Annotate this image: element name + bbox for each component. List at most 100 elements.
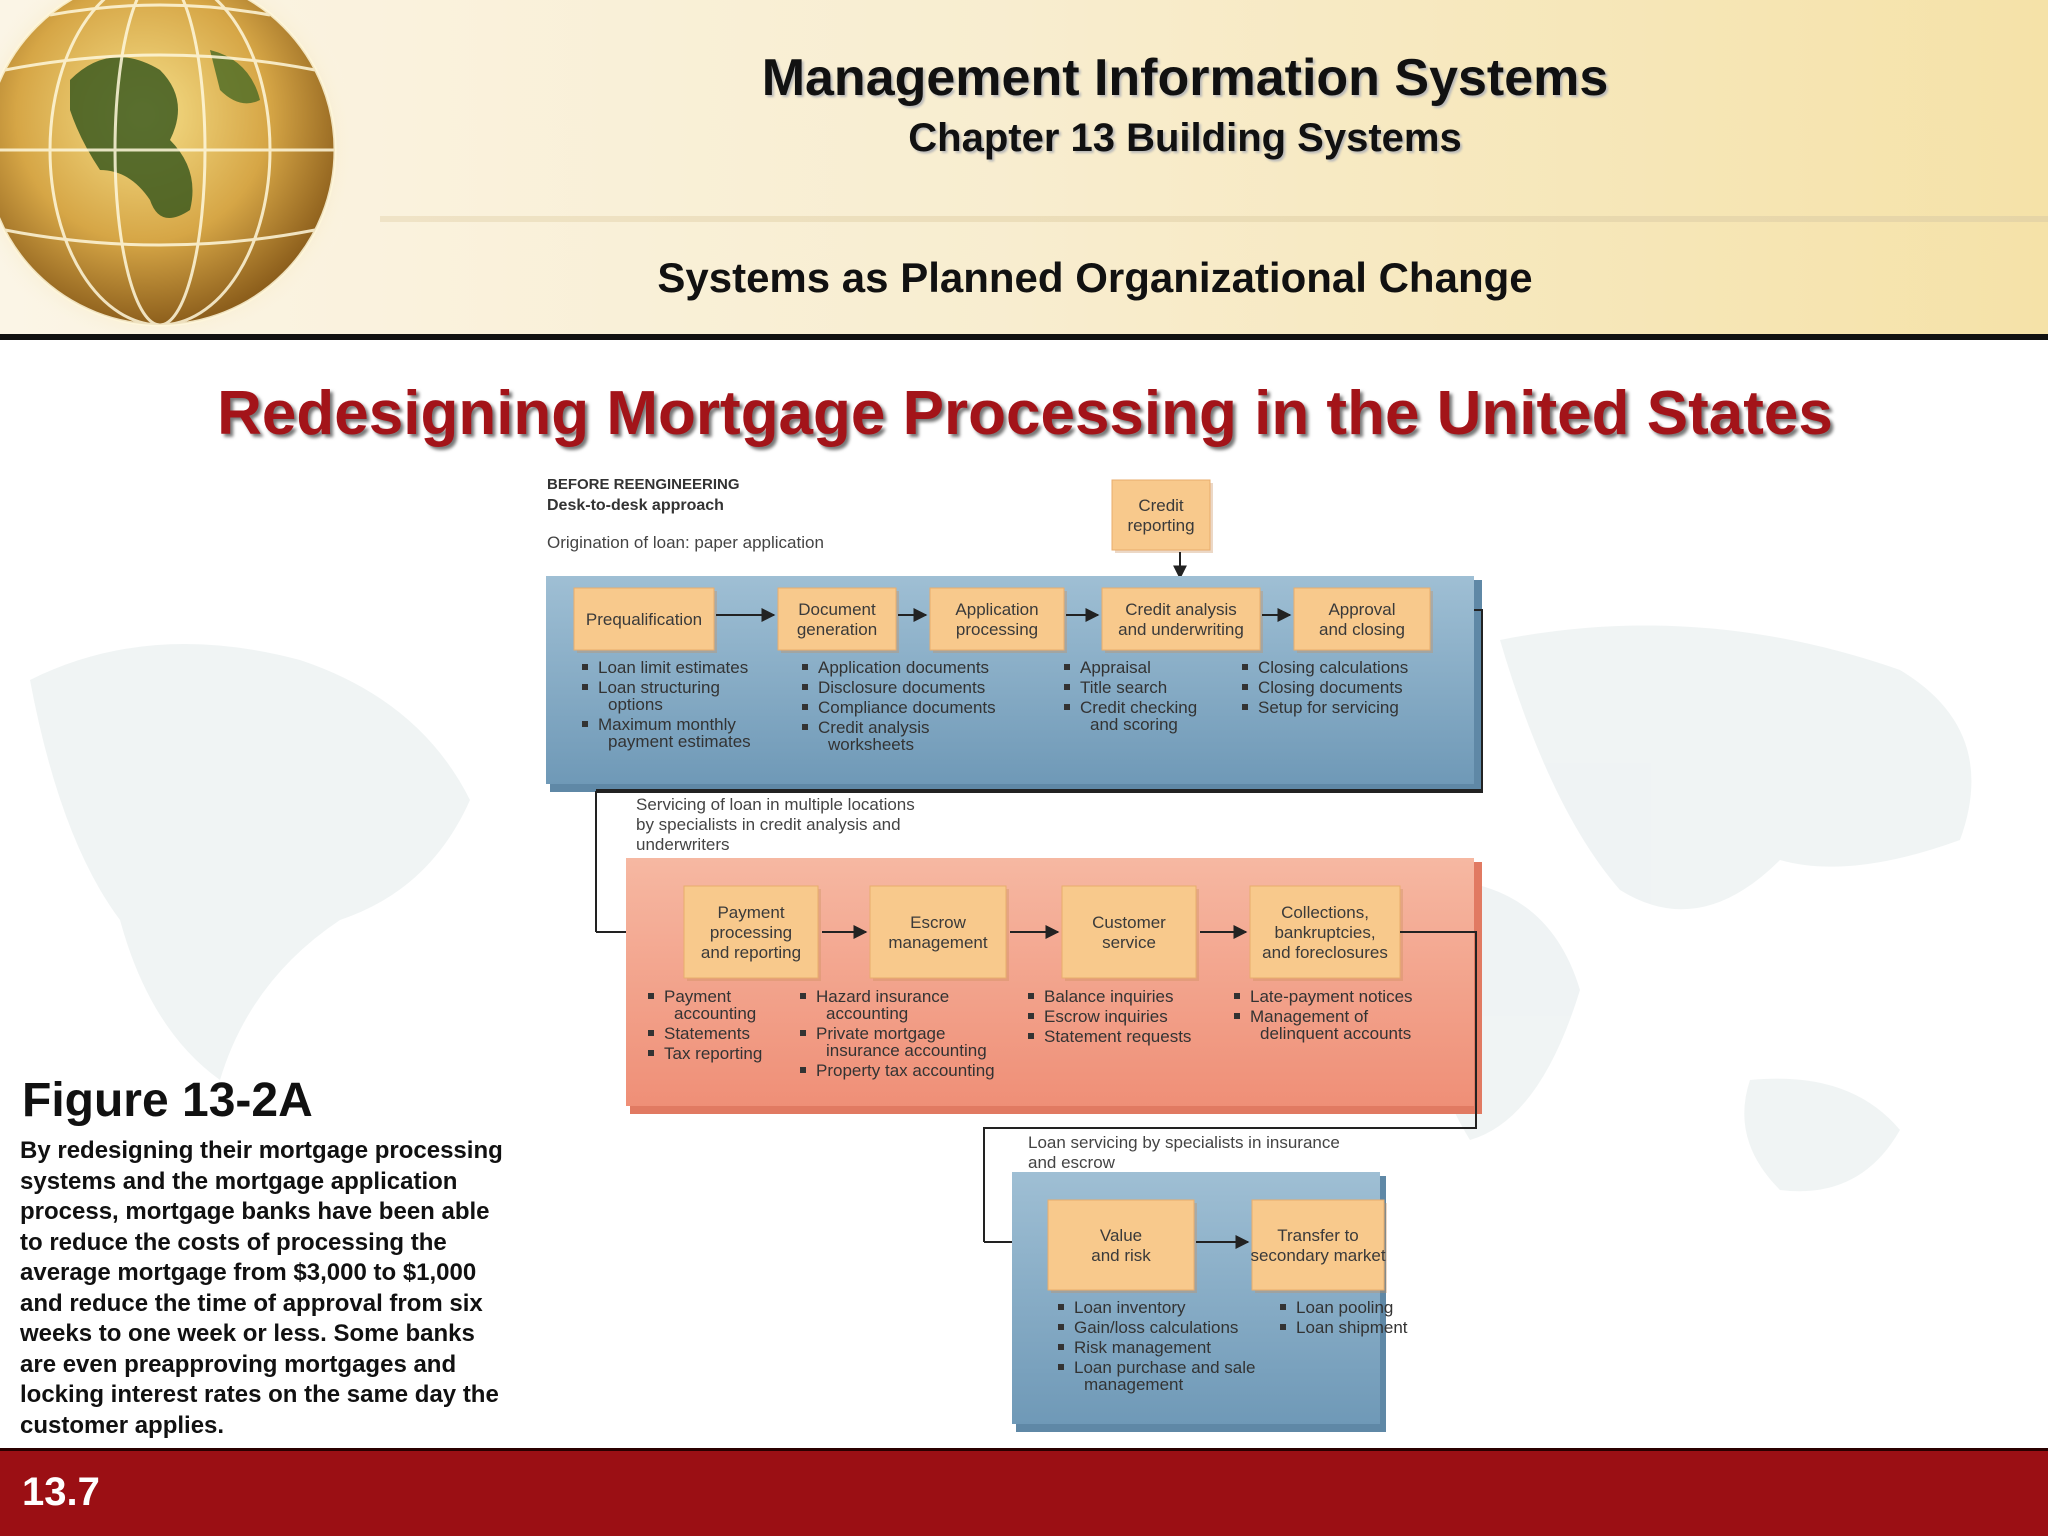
section-title: Systems as Planned Organizational Change xyxy=(657,254,1533,301)
bullet-square xyxy=(802,664,808,670)
step-label: generation xyxy=(797,620,877,639)
step-label: and closing xyxy=(1319,620,1405,639)
bullet-square xyxy=(1242,704,1248,710)
step-label: Transfer to xyxy=(1277,1226,1359,1245)
step-label: Collections, xyxy=(1281,903,1369,922)
step-label: service xyxy=(1102,933,1156,952)
stage1-bullet: and scoring xyxy=(1090,715,1178,734)
bullet-square xyxy=(1028,1033,1034,1039)
step-label: reporting xyxy=(1127,516,1194,535)
stage3-bullet: management xyxy=(1084,1375,1184,1394)
bullet-square xyxy=(648,993,654,999)
bullet-square xyxy=(802,704,808,710)
caption-line: average mortgage from $3,000 to $1,000 xyxy=(20,1259,477,1286)
stage2-bullet: Property tax accounting xyxy=(816,1061,995,1080)
bullet-square xyxy=(1058,1304,1064,1310)
header-bottom-rule xyxy=(0,334,2048,340)
loan-servicing-note: and escrow xyxy=(1028,1153,1116,1172)
servicing-note: by specialists in credit analysis and xyxy=(636,815,901,834)
slide-number: 13.7 xyxy=(22,1470,100,1514)
stage1-bullet: Setup for servicing xyxy=(1258,698,1399,717)
stage1-step xyxy=(777,587,897,651)
step-label: and foreclosures xyxy=(1262,943,1388,962)
bullet-square xyxy=(1064,684,1070,690)
step-label: secondary market xyxy=(1250,1246,1385,1265)
connector-line xyxy=(595,790,1483,932)
stage3-step xyxy=(1047,1199,1195,1291)
step-label: management xyxy=(888,933,988,952)
stage1-bullet: Loan limit estimates xyxy=(598,658,748,677)
bullet-square xyxy=(800,993,806,999)
header-divider xyxy=(380,216,2048,222)
stage3-step xyxy=(1251,1199,1385,1291)
stage3-bullet: Loan pooling xyxy=(1296,1298,1393,1317)
figure-caption: By redesigning their mortgage processing… xyxy=(20,1136,550,1441)
caption-line: weeks to one week or less. Some banks xyxy=(20,1320,475,1347)
before-label: BEFORE REENGINEERING xyxy=(547,476,740,493)
connector-line xyxy=(596,610,1483,791)
caption-line: locking interest rates on the same day t… xyxy=(20,1381,499,1408)
stage3-bullet: Risk management xyxy=(1074,1338,1211,1357)
stage1-step xyxy=(929,587,1065,651)
servicing-note: underwriters xyxy=(636,835,730,854)
stage3-bullet: Loan shipment xyxy=(1296,1318,1408,1337)
stage2-bullet: Hazard insurance xyxy=(816,987,949,1006)
caption-line: By redesigning their mortgage processing xyxy=(20,1137,503,1164)
servicing-note: Servicing of loan in multiple locations xyxy=(636,795,915,814)
stage1-bullet: payment estimates xyxy=(608,732,751,751)
bullet-square xyxy=(1028,1013,1034,1019)
stage1-bullet: Maximum monthly xyxy=(598,715,736,734)
stage2-bullet: Payment xyxy=(664,987,731,1006)
stage1-bullet: Title search xyxy=(1080,678,1167,697)
step-label: Credit analysis xyxy=(1125,600,1237,619)
stage2-bullet: Statements xyxy=(664,1024,750,1043)
stage3-bullet: Loan purchase and sale xyxy=(1074,1358,1255,1377)
stage2-bullet: Management of xyxy=(1250,1007,1368,1026)
step-label: Prequalification xyxy=(586,610,702,629)
stage1-bullet: Disclosure documents xyxy=(818,678,985,697)
bullet-square xyxy=(1234,1013,1240,1019)
stage1-step xyxy=(1101,587,1261,651)
step-label: Document xyxy=(798,600,876,619)
bullet-square xyxy=(800,1030,806,1036)
caption-line: customer applies. xyxy=(20,1411,225,1439)
bullet-square xyxy=(582,684,588,690)
bullet-square xyxy=(582,721,588,727)
step-label: Escrow xyxy=(910,913,966,932)
caption-line: are even preapproving mortgages and xyxy=(20,1350,457,1378)
loan-servicing-note: Loan servicing by specialists in insuran… xyxy=(1028,1133,1340,1152)
step-label: and reporting xyxy=(701,943,801,962)
approach-label: Desk-to-desk approach xyxy=(547,497,724,514)
bullet-square xyxy=(1058,1364,1064,1370)
stage2-bullet: Balance inquiries xyxy=(1044,987,1173,1006)
bullet-square xyxy=(1242,684,1248,690)
step-label: Application xyxy=(955,600,1038,619)
bullet-square xyxy=(648,1050,654,1056)
chapter-title: Chapter 13 Building Systems xyxy=(908,116,1462,160)
globe-icon xyxy=(0,0,360,340)
step-label: bankruptcies, xyxy=(1274,923,1375,942)
stage2-bullet: insurance accounting xyxy=(826,1041,987,1060)
bullet-square xyxy=(648,1030,654,1036)
step-label: Customer xyxy=(1092,913,1166,932)
step-label: Credit xyxy=(1138,496,1184,515)
bullet-square xyxy=(582,664,588,670)
bullet-square xyxy=(1234,993,1240,999)
stage2-bullet: accounting xyxy=(826,1004,908,1023)
bullet-square xyxy=(1058,1324,1064,1330)
stage2-bullet: accounting xyxy=(674,1004,756,1023)
step-label: and risk xyxy=(1091,1246,1151,1265)
course-title: Management Information Systems xyxy=(761,49,1609,107)
origination-label: Origination of loan: paper application xyxy=(547,533,824,552)
stage1-bullet: options xyxy=(608,695,663,714)
stage1-step xyxy=(573,587,715,651)
credit-reporting-box xyxy=(1111,479,1211,551)
stage1-bullet: Loan structuring xyxy=(598,678,720,697)
stage1-bullet: Compliance documents xyxy=(818,698,996,717)
bullet-square xyxy=(1242,664,1248,670)
stage2-bullet: Statement requests xyxy=(1044,1027,1191,1046)
step-label: processing xyxy=(710,923,792,942)
stage2-step xyxy=(1061,885,1197,979)
connector-line xyxy=(983,931,1477,1242)
step-label: and underwriting xyxy=(1118,620,1244,639)
